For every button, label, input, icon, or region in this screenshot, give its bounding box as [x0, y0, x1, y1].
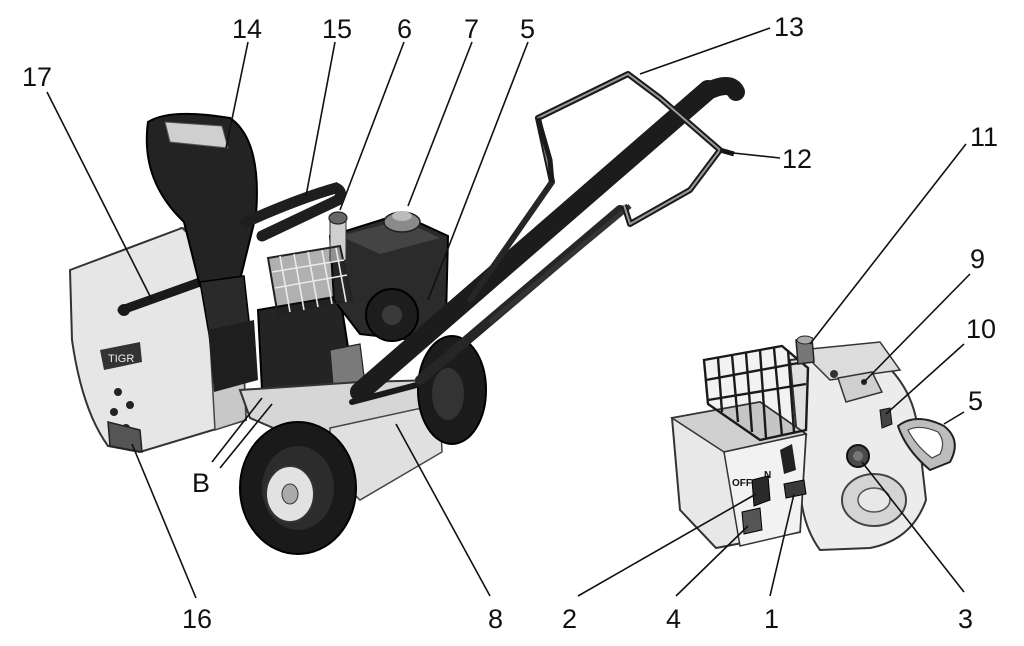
deflector-handle [240, 182, 347, 242]
label-7: 7 [464, 14, 479, 44]
label-3: 3 [958, 604, 973, 634]
label-b: B [192, 468, 210, 498]
ignition-key [751, 475, 771, 507]
label-8: 8 [488, 604, 503, 634]
leader-2 [577, 493, 757, 597]
leader-17 [46, 91, 153, 301]
leader-6 [339, 41, 405, 211]
primer-button [783, 479, 807, 499]
scraper-bar [107, 421, 143, 453]
brand-text: TIGR [108, 353, 134, 365]
leader-1 [769, 493, 795, 597]
label-5a: 5 [520, 14, 535, 44]
leader-11 [809, 143, 967, 345]
leader-5a [427, 41, 529, 301]
detail-cage [702, 344, 810, 442]
label-1: 1 [764, 604, 779, 634]
callout-labels: 17 14 15 6 7 5 13 12 11 9 10 5 B 16 8 2 … [22, 12, 998, 634]
leader-b2 [219, 403, 273, 469]
leader-10 [885, 343, 965, 415]
label-5b: 5 [968, 386, 983, 416]
label-16: 16 [182, 604, 212, 634]
leader-4 [675, 525, 749, 597]
choke-knob [879, 407, 893, 429]
label-4: 4 [666, 604, 681, 634]
leader-15 [305, 41, 336, 197]
wheel-left [239, 421, 357, 555]
leader-3 [861, 461, 965, 593]
label-6: 6 [397, 14, 412, 44]
label-14: 14 [232, 14, 262, 44]
electric-start-button [741, 507, 763, 535]
label-2: 2 [562, 604, 577, 634]
label-15: 15 [322, 14, 352, 44]
chute-label [164, 121, 229, 149]
label-12: 12 [782, 144, 812, 174]
leader-14 [225, 41, 249, 149]
label-11: 11 [970, 122, 998, 152]
on-marking: N [764, 470, 771, 481]
outlet [780, 444, 796, 474]
leader-8 [395, 423, 491, 597]
leader-lines [46, 27, 971, 599]
label-9: 9 [970, 244, 985, 274]
label-17: 17 [22, 62, 52, 92]
chute-crank-rod [117, 277, 205, 315]
snowblower-machine: TIGR [68, 71, 745, 555]
throttle-block [837, 371, 884, 403]
leader-16 [131, 443, 197, 599]
brand-plate [100, 342, 142, 370]
leader-9 [863, 273, 971, 383]
engine-detail: OFF N [670, 335, 956, 552]
leader-13 [639, 27, 771, 75]
handle-bars [350, 77, 745, 402]
engine-guard-cage [266, 244, 354, 318]
leader-12 [723, 151, 781, 159]
label-13: 13 [774, 12, 804, 42]
off-marking: OFF [732, 478, 752, 489]
discharge-chute [145, 112, 258, 392]
control-bails [535, 71, 735, 227]
leader-5b [943, 411, 965, 425]
leader-b1 [211, 397, 263, 463]
label-10: 10 [966, 314, 996, 344]
leader-7 [407, 41, 473, 207]
